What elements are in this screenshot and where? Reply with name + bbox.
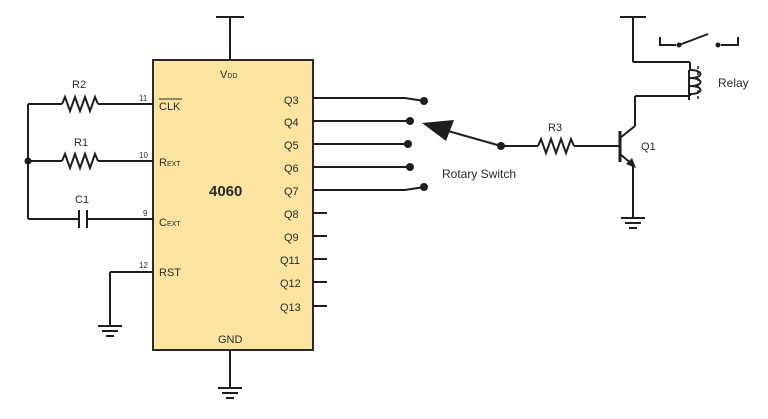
- output-label-q6: Q6: [284, 163, 299, 175]
- npn-transistor-icon: [612, 96, 636, 218]
- output-label-q12: Q12: [280, 278, 301, 290]
- pin-number-rst: 12: [139, 261, 148, 270]
- ic-4060-body: [152, 59, 314, 351]
- r3-label: R3: [548, 122, 562, 134]
- resistor-icon: [61, 94, 99, 114]
- pin-number-rext: 10: [139, 151, 148, 160]
- ic-name: 4060: [209, 183, 242, 200]
- pin-number-cext: 9: [143, 209, 148, 218]
- vdd-supply: [216, 16, 244, 60]
- resistor-icon: [537, 136, 575, 156]
- q1-label: Q1: [641, 141, 656, 153]
- vdd-label: VDD: [220, 69, 237, 81]
- output-label-q4: Q4: [284, 117, 299, 129]
- resistor-icon: [61, 151, 99, 171]
- switch-contact-icon: [420, 97, 428, 105]
- switch-contact-icon: [406, 163, 414, 171]
- output-label-q11: Q11: [280, 255, 300, 267]
- gnd-label: GND: [218, 334, 243, 346]
- rotary-switch-arm[interactable]: [422, 120, 505, 150]
- output-label-q5: Q5: [284, 140, 299, 152]
- switch-contact-icon: [404, 140, 412, 148]
- rotary-switch-label: Rotary Switch: [442, 167, 516, 181]
- rst-pin-label: RST: [159, 267, 181, 279]
- output-label-q8: Q8: [284, 209, 299, 221]
- ground-icon: [621, 217, 645, 229]
- pin-number-clk: 11: [139, 94, 148, 103]
- rext-pin-label: REXT: [159, 157, 181, 169]
- clk-pin-label: CLK: [159, 101, 181, 113]
- ground-icon: [98, 325, 122, 337]
- output-label-q13: Q13: [280, 302, 301, 314]
- r2-label: R2: [72, 79, 86, 91]
- switch-contact-icon: [420, 183, 428, 191]
- capacitor-icon: [78, 210, 88, 228]
- c1-label: C1: [75, 194, 89, 206]
- output-label-q9: Q9: [284, 232, 299, 244]
- relay-contact-icon: [659, 33, 739, 48]
- q7-wire: [313, 186, 425, 191]
- q3-wire: [313, 97, 425, 102]
- ground-icon: [218, 350, 242, 399]
- r1-label: R1: [74, 137, 88, 149]
- output-label-q3: Q3: [284, 95, 299, 107]
- output-label-q7: Q7: [284, 186, 299, 198]
- relay-label: Relay: [718, 76, 749, 90]
- switch-contact-icon: [406, 117, 414, 125]
- cext-pin-label: CEXT: [159, 217, 181, 229]
